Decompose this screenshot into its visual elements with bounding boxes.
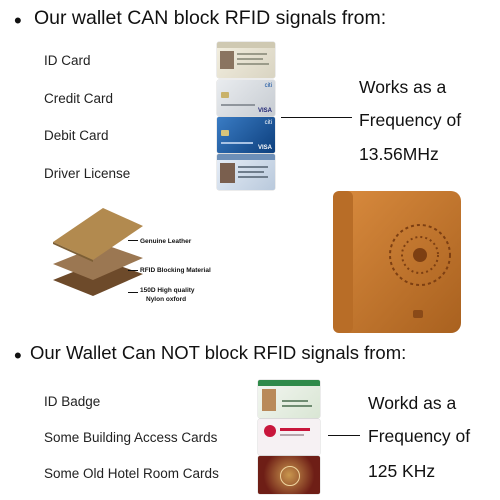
label-debit-card: Debit Card (44, 128, 109, 143)
connector-line-can (281, 117, 352, 118)
leader-rfid-material (128, 270, 138, 271)
leader-nylon (128, 292, 138, 293)
credit-card-image: VISA citi (217, 80, 275, 116)
credit-card-network-text: VISA (257, 108, 272, 114)
wallet-image (333, 191, 461, 333)
freq-cannot-line-3: 125 KHz (368, 461, 436, 481)
freq-cannot-line-1: Workd as a (368, 393, 457, 413)
building-access-card-image (258, 419, 320, 455)
label-nylon-1: 150D High quality (140, 287, 195, 294)
heading-cannot-block: Our Wallet Can NOT block RFID signals fr… (30, 342, 407, 363)
id-badge-image (258, 380, 320, 418)
freq-can-line-3: 13.56MHz (359, 144, 439, 164)
freq-cannot-line-2: Frequency of (368, 426, 471, 446)
label-nylon-2: Nylon oxford (146, 296, 187, 303)
label-genuine-leather: Genuine Leather (140, 238, 192, 245)
label-rfid-blocking: RFID Blocking Material (140, 267, 211, 274)
debit-card-network-text: VISA (257, 145, 272, 151)
label-credit-card: Credit Card (44, 91, 114, 106)
id-card-image (217, 42, 275, 78)
label-hotel-room: Some Old Hotel Room Cards (44, 466, 219, 481)
label-driver-license: Driver License (44, 166, 131, 181)
debit-card-image: VISA citi (217, 117, 275, 153)
bullet-can: • (14, 8, 22, 33)
connector-line-cannot (328, 435, 360, 436)
label-id-badge: ID Badge (44, 394, 101, 409)
driver-license-image (217, 154, 275, 190)
credit-card-brand-text: citi (264, 83, 272, 89)
label-building-access: Some Building Access Cards (44, 430, 218, 445)
label-id-card: ID Card (44, 53, 91, 68)
hotel-room-card-image (258, 456, 320, 494)
freq-can-line-2: Frequency of (359, 110, 462, 130)
debit-card-brand-text: citi (264, 120, 272, 126)
material-layers-image (53, 208, 143, 296)
leader-genuine-leather (128, 240, 138, 241)
bullet-cannot: • (14, 343, 22, 368)
heading-can-block: Our wallet CAN block RFID signals from: (34, 7, 387, 29)
freq-can-line-1: Works as a (359, 77, 447, 97)
